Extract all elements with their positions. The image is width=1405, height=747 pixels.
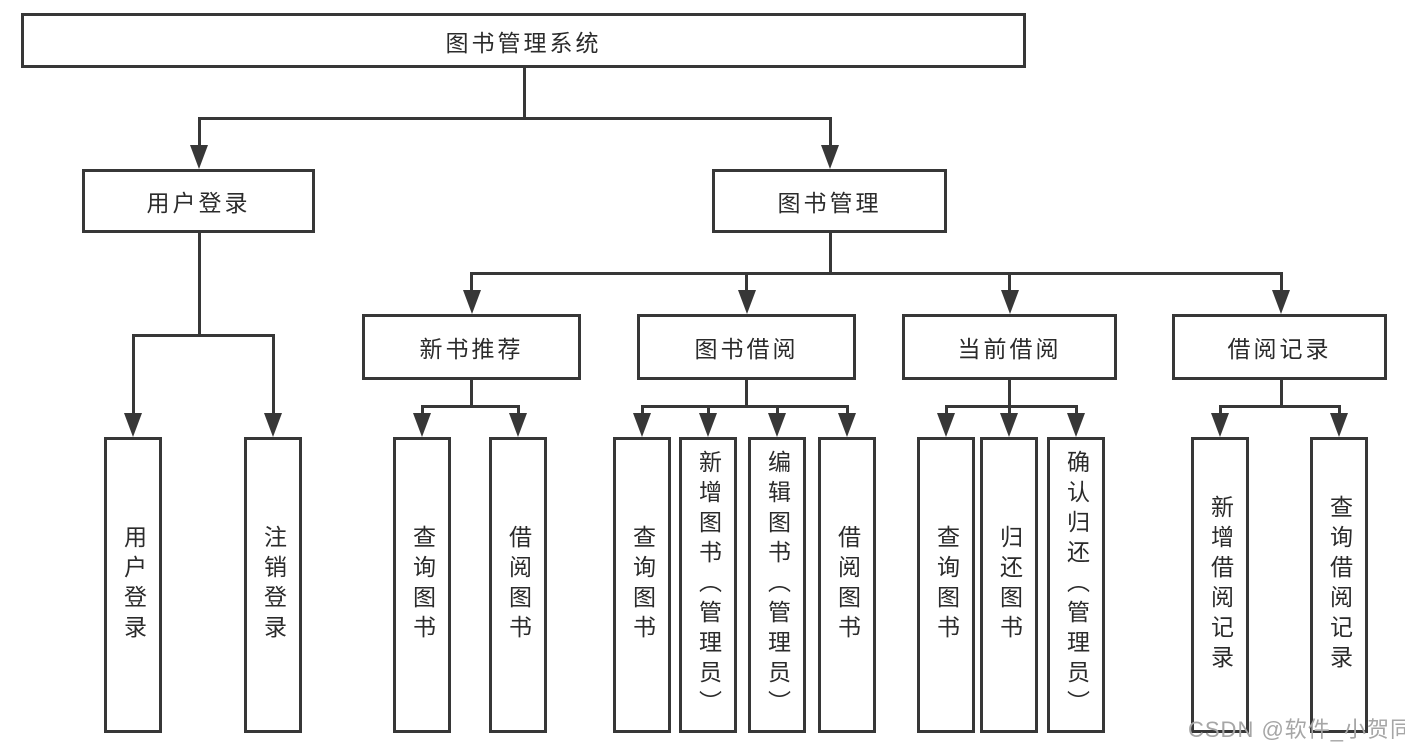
- leaf-return-books: 归还图书: [980, 437, 1038, 733]
- leaf-label: 查询图书: [629, 525, 656, 645]
- node-book-borrow: 图书借阅: [637, 314, 856, 380]
- connector-line: [1007, 406, 1011, 417]
- connector-line: [845, 406, 849, 417]
- leaf-query-books-current: 查询图书: [917, 437, 975, 733]
- connector-line: [1218, 404, 1341, 408]
- leaf-label: 借阅图书: [834, 525, 861, 645]
- leaf-label: 用户登录: [120, 525, 147, 645]
- connector-line: [131, 335, 135, 417]
- connector-line: [131, 333, 275, 337]
- node-current-borrow: 当前借阅: [902, 314, 1117, 380]
- leaf-label: 编辑图书（管理员）: [764, 450, 791, 720]
- connector-line: [706, 406, 710, 417]
- connector-line: [1279, 380, 1283, 406]
- connector-arrow-down: [1000, 290, 1019, 314]
- connector-line: [640, 404, 849, 408]
- connector-arrow-down: [633, 413, 651, 437]
- node-book-borrow-label: 图书借阅: [694, 336, 799, 362]
- node-book-management-label: 图书管理: [777, 190, 882, 216]
- connector-line: [1337, 406, 1341, 417]
- connector-line: [745, 273, 748, 294]
- leaf-label: 查询图书: [409, 525, 436, 645]
- connector-line: [1218, 406, 1222, 417]
- leaf-label: 新增图书（管理员）: [695, 450, 722, 720]
- node-borrow-records-label: 借阅记录: [1227, 336, 1332, 362]
- leaf-add-books-admin: 新增图书（管理员）: [679, 437, 737, 733]
- connector-line: [1074, 406, 1078, 417]
- connector-line: [1279, 273, 1283, 294]
- node-new-book-recommend: 新书推荐: [362, 314, 581, 380]
- leaf-label: 查询借阅记录: [1326, 495, 1353, 675]
- connector-arrow-down: [509, 413, 527, 437]
- connector-line: [1008, 273, 1011, 294]
- leaf-label: 查询图书: [933, 525, 960, 645]
- connector-line: [516, 406, 520, 417]
- connector-arrow-down: [838, 413, 856, 437]
- connector-arrow-down: [413, 413, 431, 437]
- connector-line: [197, 116, 832, 120]
- leaf-edit-books-admin: 编辑图书（管理员）: [748, 437, 806, 733]
- leaf-query-books-borrow: 查询图书: [613, 437, 671, 733]
- leaf-confirm-return-admin: 确认归还（管理员）: [1047, 437, 1105, 733]
- connector-arrow-down: [124, 413, 142, 437]
- node-root-label: 图书管理系统: [445, 29, 602, 56]
- watermark-text: CSDN @软件_小贺同学: [1188, 717, 1405, 742]
- node-new-book-recommend-label: 新书推荐: [419, 336, 524, 362]
- connector-line: [828, 233, 832, 273]
- leaf-borrow-books-recommend: 借阅图书: [489, 437, 547, 733]
- connector-arrow-down: [190, 145, 208, 169]
- connector-line: [271, 335, 275, 417]
- leaf-borrow-books: 借阅图书: [818, 437, 876, 733]
- leaf-add-borrow-record: 新增借阅记录: [1191, 437, 1249, 733]
- connector-arrow-down: [1211, 413, 1229, 437]
- leaf-query-borrow-record: 查询借阅记录: [1310, 437, 1368, 733]
- connector-arrow-down: [768, 413, 786, 437]
- connector-arrow-down: [1330, 413, 1348, 437]
- connector-line: [745, 380, 748, 406]
- node-current-borrow-label: 当前借阅: [957, 336, 1062, 362]
- node-user-login-label: 用户登录: [146, 190, 251, 216]
- connector-line: [944, 404, 1078, 408]
- connector-line: [470, 273, 473, 294]
- connector-line: [420, 404, 520, 408]
- connector-arrow-down: [1272, 290, 1290, 314]
- leaf-label: 新增借阅记录: [1207, 495, 1234, 675]
- connector-arrow-down: [264, 413, 282, 437]
- connector-line: [1008, 380, 1011, 406]
- connector-arrow-down: [937, 413, 955, 437]
- leaf-user-login: 用户登录: [104, 437, 162, 733]
- node-user-login: 用户登录: [82, 169, 315, 233]
- leaf-label: 借阅图书: [505, 525, 532, 645]
- connector-line: [420, 406, 424, 417]
- connector-arrow-down: [737, 290, 756, 314]
- connector-arrow-down: [699, 413, 717, 437]
- connector-arrow-down: [821, 145, 839, 169]
- connector-line: [197, 118, 201, 149]
- node-book-management: 图书管理: [712, 169, 947, 233]
- connector-line: [944, 406, 948, 417]
- connector-line: [828, 118, 832, 149]
- connector-arrow-down: [1000, 413, 1018, 437]
- connector-line: [522, 68, 526, 118]
- connector-line: [197, 233, 201, 335]
- connector-arrow-down: [1067, 413, 1085, 437]
- leaf-logout: 注销登录: [244, 437, 302, 733]
- leaf-query-books-recommend: 查询图书: [393, 437, 451, 733]
- connector-line: [470, 380, 473, 406]
- leaf-label: 归还图书: [996, 525, 1023, 645]
- node-borrow-records: 借阅记录: [1172, 314, 1387, 380]
- connector-arrow-down: [462, 290, 481, 314]
- node-root: 图书管理系统: [21, 13, 1026, 68]
- connector-line: [775, 406, 779, 417]
- connector-line: [640, 406, 644, 417]
- connector-line: [470, 271, 1283, 275]
- leaf-label: 确认归还（管理员）: [1063, 450, 1090, 720]
- leaf-label: 注销登录: [260, 525, 287, 645]
